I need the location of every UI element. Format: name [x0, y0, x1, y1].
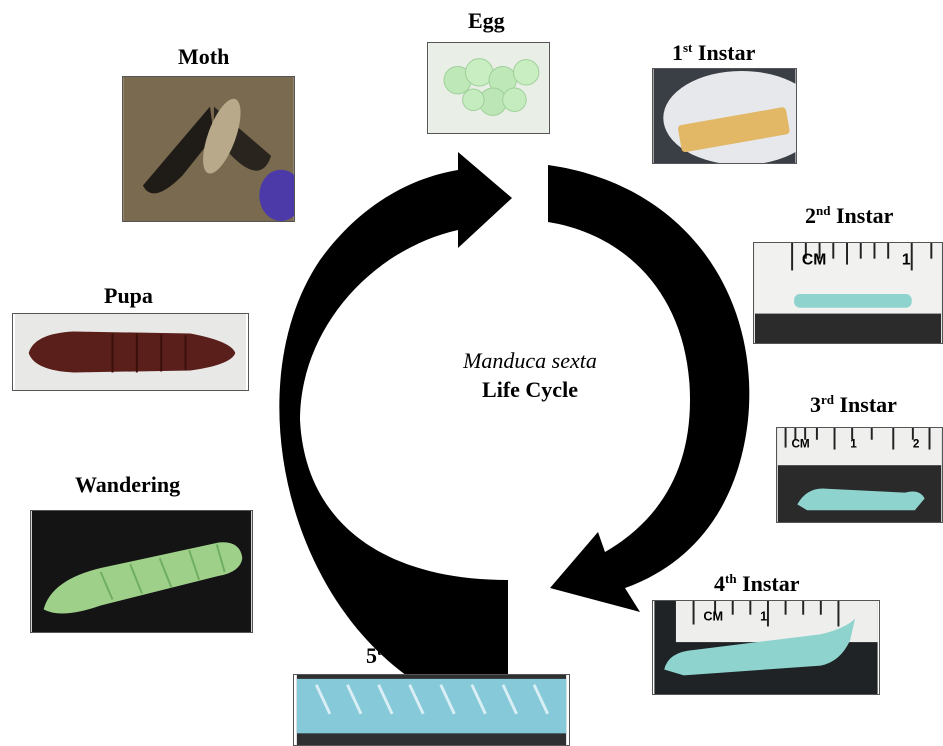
- instar5-sup: th: [377, 643, 389, 658]
- instar1-sup: st: [683, 40, 692, 55]
- instar2-label: 2nd Instar: [805, 205, 893, 227]
- instar4-num: 4: [714, 571, 725, 596]
- instar3-suffix: Instar: [834, 392, 897, 417]
- instar3-ruler-1: 1: [850, 438, 857, 451]
- pupa-label-text: Pupa: [104, 283, 153, 308]
- egg-photo: [427, 42, 550, 134]
- instar5-photo: [293, 674, 570, 746]
- moth-label: Moth: [178, 46, 229, 68]
- wandering-photo: [30, 510, 253, 633]
- instar1-photo: [652, 68, 797, 164]
- instar1-suffix: Instar: [692, 40, 755, 65]
- instar2-ruler-cm: CM: [802, 252, 826, 269]
- instar5-label: 5th Instar: [366, 645, 452, 667]
- wandering-label-text: Wandering: [75, 472, 180, 497]
- instar1-label: 1st Instar: [672, 42, 755, 64]
- moth-label-text: Moth: [178, 44, 229, 69]
- cycle-title: Manduca sexta Life Cycle: [400, 346, 660, 404]
- species-name: Manduca sexta: [400, 346, 660, 375]
- pupa-photo: [12, 313, 249, 391]
- pupa-label: Pupa: [104, 285, 153, 307]
- instar4-ruler-1: 1: [760, 609, 767, 624]
- instar3-ruler-2: 2: [913, 438, 920, 451]
- moth-photo: [122, 76, 295, 222]
- egg-label: Egg: [468, 10, 505, 32]
- instar2-sup: nd: [816, 203, 830, 218]
- instar3-sup: rd: [821, 392, 834, 407]
- egg-label-text: Egg: [468, 8, 505, 33]
- instar3-label: 3rd Instar: [810, 394, 897, 416]
- instar4-photo: CM 1: [652, 600, 880, 695]
- instar4-sup: th: [725, 571, 737, 586]
- instar5-num: 5: [366, 643, 377, 668]
- instar3-num: 3: [810, 392, 821, 417]
- wandering-label: Wandering: [75, 474, 180, 496]
- instar3-photo: CM 1 2: [776, 427, 943, 523]
- instar2-suffix: Instar: [830, 203, 893, 228]
- instar4-suffix: Instar: [737, 571, 800, 596]
- cycle-subtitle: Life Cycle: [400, 375, 660, 404]
- instar2-num: 2: [805, 203, 816, 228]
- left-cycle-arrow: [279, 152, 512, 720]
- instar3-ruler-cm: CM: [791, 438, 809, 451]
- instar2-ruler-1: 1: [902, 252, 911, 269]
- instar4-ruler-cm: CM: [703, 609, 723, 624]
- instar5-suffix: Instar: [389, 643, 452, 668]
- instar4-label: 4th Instar: [714, 573, 800, 595]
- instar2-photo: CM 1: [753, 242, 943, 344]
- instar1-num: 1: [672, 40, 683, 65]
